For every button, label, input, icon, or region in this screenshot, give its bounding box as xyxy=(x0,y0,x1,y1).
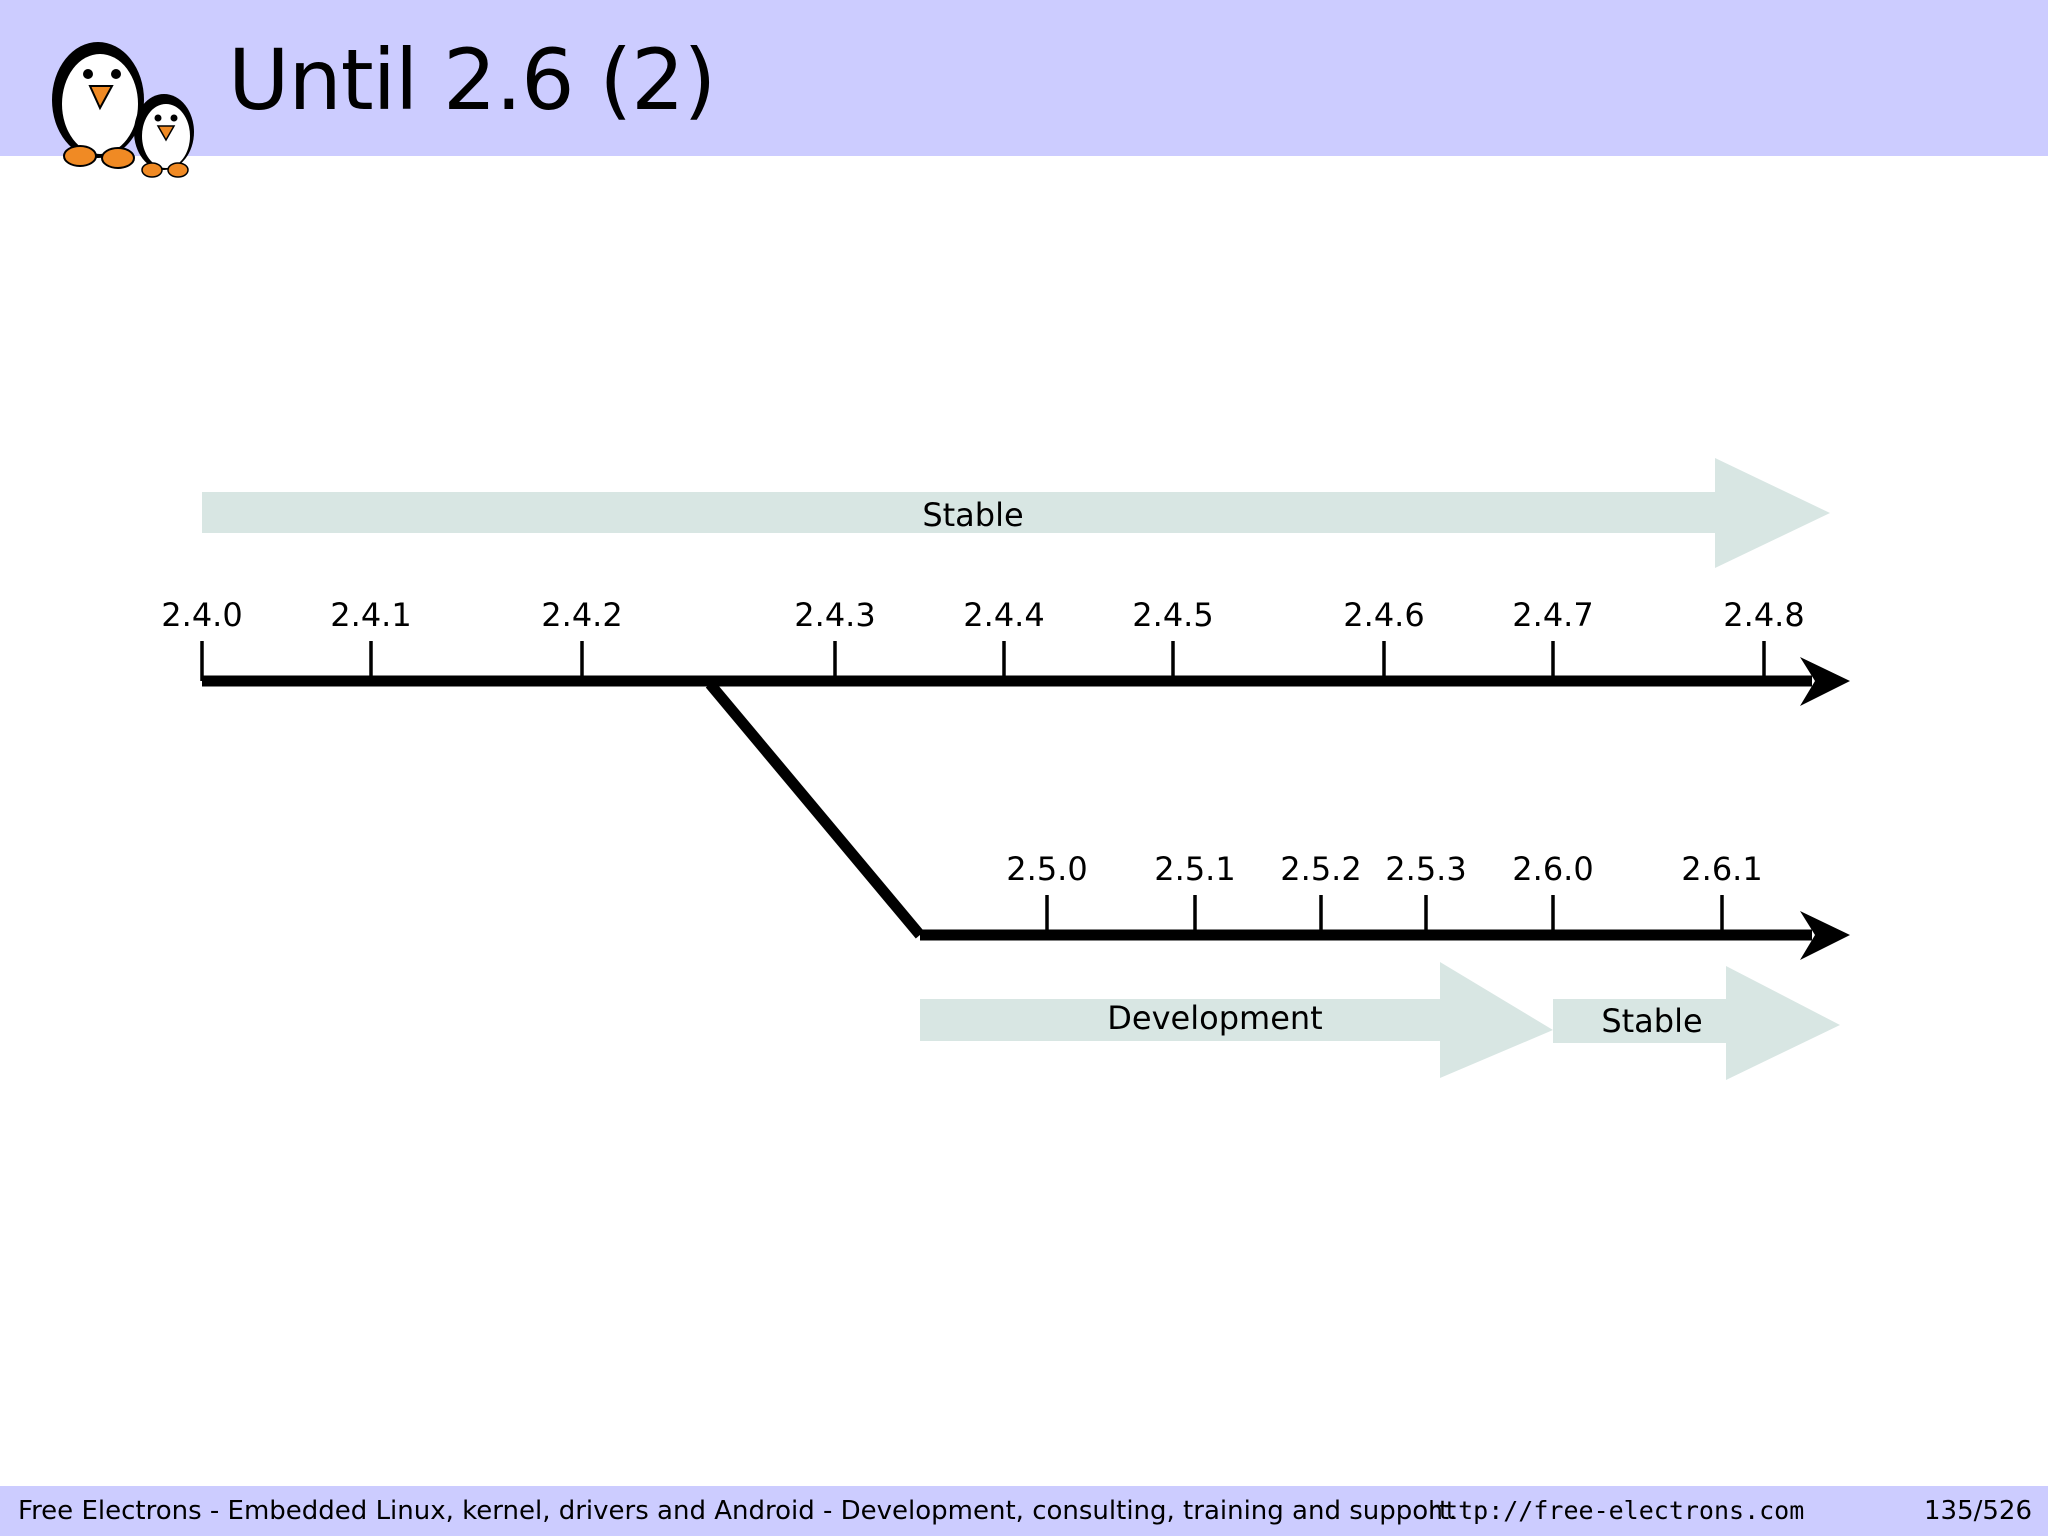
main-branch-ticks: 2.4.0 2.4.1 2.4.2 2.4.3 2.4.4 2.4.5 2.4.6 2.4.7… xyxy=(161,596,1805,681)
dev-branch-arrowhead xyxy=(1800,911,1850,960)
dev-branch-version-label: 2.6.1 xyxy=(1681,850,1762,888)
main-branch-version-label: 2.4.2 xyxy=(541,596,622,634)
dev-branch-ticks: 2.5.0 2.5.1 2.5.2 2.5.3 2.6.0 2.6.1 xyxy=(1006,850,1763,935)
main-branch-version-label: 2.4.1 xyxy=(330,596,411,634)
dev-branch-version-label: 2.5.3 xyxy=(1385,850,1466,888)
main-branch-version-label: 2.4.8 xyxy=(1723,596,1804,634)
dev-branch-version-label: 2.5.0 xyxy=(1006,850,1087,888)
slide-title: Until 2.6 (2) xyxy=(228,31,716,129)
bottom-stable-band xyxy=(1553,966,1840,1080)
penguin-logo-icon xyxy=(52,42,194,178)
slide-footer: Free Electrons - Embedded Linux, kernel,… xyxy=(0,1486,2048,1536)
main-branch-version-label: 2.4.4 xyxy=(963,596,1044,634)
footer-url[interactable]: http://free-electrons.com xyxy=(1428,1496,1805,1525)
main-branch-arrowhead xyxy=(1800,657,1850,706)
development-band xyxy=(920,962,1553,1078)
dev-branch-version-label: 2.5.2 xyxy=(1280,850,1361,888)
page-number: 135/526 xyxy=(1923,1496,2032,1526)
top-stable-band xyxy=(202,458,1830,568)
development-label: Development xyxy=(1107,999,1322,1037)
dev-branch-version-label: 2.5.1 xyxy=(1154,850,1235,888)
main-branch-version-label: 2.4.5 xyxy=(1132,596,1213,634)
main-branch-version-label: 2.4.7 xyxy=(1512,596,1593,634)
main-branch-version-label: 2.4.0 xyxy=(161,596,242,634)
fork-line xyxy=(705,680,925,939)
bottom-stable-label: Stable xyxy=(1601,1002,1702,1040)
footer-text: Free Electrons - Embedded Linux, kernel,… xyxy=(18,1496,1458,1526)
slide-header xyxy=(0,0,2048,156)
main-branch-version-label: 2.4.3 xyxy=(794,596,875,634)
main-branch-version-label: 2.4.6 xyxy=(1343,596,1424,634)
top-stable-label: Stable xyxy=(922,496,1023,534)
dev-branch-version-label: 2.6.0 xyxy=(1512,850,1593,888)
